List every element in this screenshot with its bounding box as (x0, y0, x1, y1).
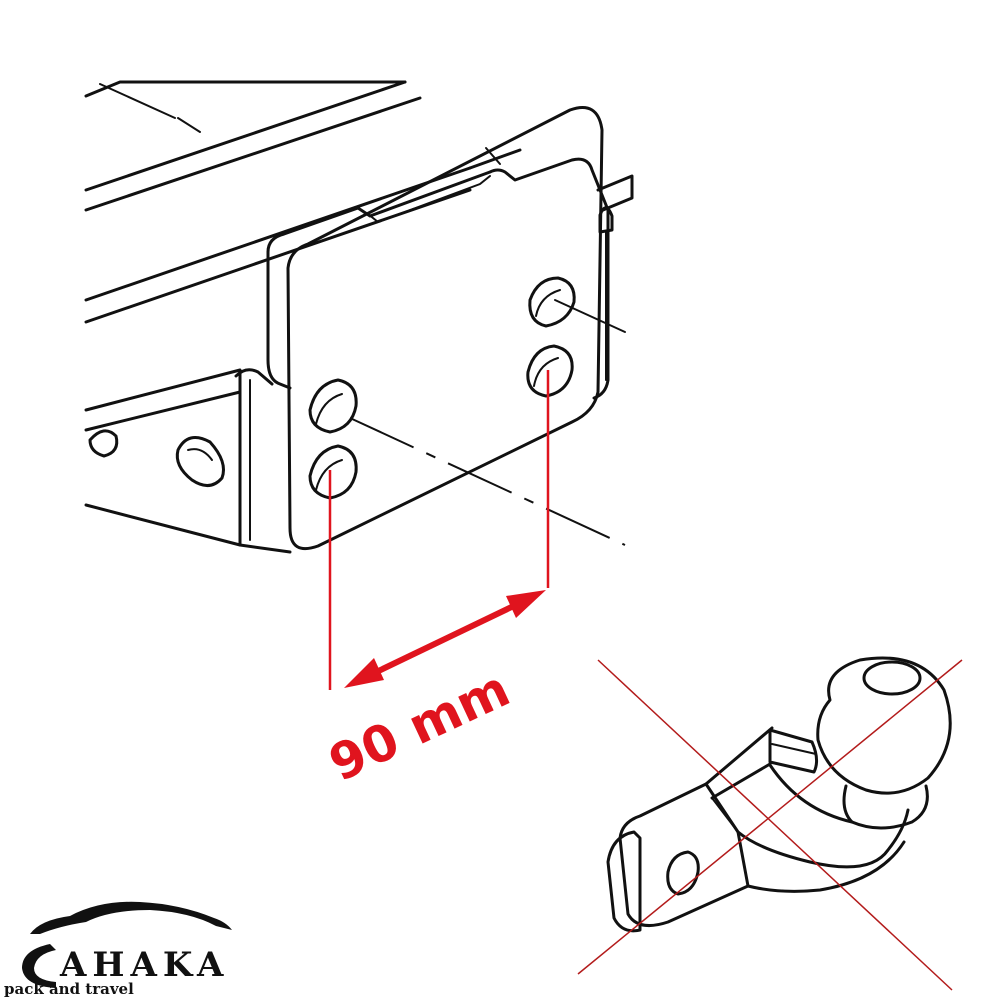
dimension-arrow-line (366, 599, 524, 679)
mounting-hole-bottom-right (526, 344, 574, 398)
cross-line-2 (577, 659, 963, 975)
cross-out-mark (577, 659, 963, 991)
brand-logo: AHAKA pack and travel (4, 901, 232, 998)
logo-tagline: pack and travel (4, 980, 134, 998)
car-silhouette-icon (30, 901, 232, 934)
mounting-hole-bottom-left (308, 444, 358, 500)
mounting-hole-top-left (308, 378, 358, 434)
dimension-annotation: 90 mm (321, 370, 550, 793)
logo-c-swoosh-icon (22, 944, 56, 988)
logo-brand-name: AHAKA (59, 945, 229, 985)
chassis-crossmember (84, 80, 634, 554)
tow-ball-hitch (606, 656, 952, 933)
mounting-plate (266, 106, 626, 551)
dimension-label: 90 mm (321, 660, 519, 793)
arrowhead-left (344, 658, 384, 688)
arrowhead-right (506, 590, 546, 618)
cross-line-1 (597, 659, 953, 991)
mounting-hole-top-right (528, 276, 576, 328)
